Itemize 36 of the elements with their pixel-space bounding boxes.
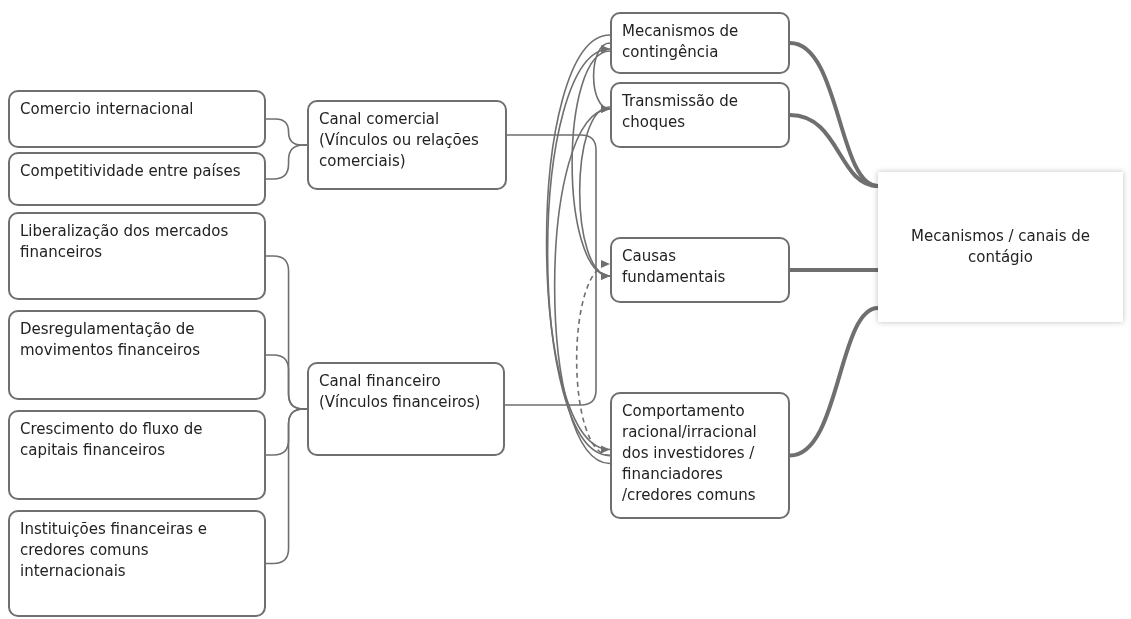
arrow xyxy=(553,108,611,465)
arrow xyxy=(578,106,611,277)
arrow xyxy=(571,50,611,277)
node-text: Transmissão de choques xyxy=(622,91,739,133)
node-text: Comercio internacional xyxy=(20,99,194,120)
node-text: Comportamento racional/irracional dos investidores / financiadores /credores comuns xyxy=(622,401,758,506)
process-box xyxy=(307,362,505,456)
process-box xyxy=(610,237,790,303)
node-text: Mecanismos / canais de contágio xyxy=(910,226,1091,268)
node-text: Causas fundamentais xyxy=(622,246,727,288)
node-text: Desregulamentação de movimentos financeiros xyxy=(20,319,201,361)
connector-line xyxy=(265,144,308,180)
connector-line xyxy=(504,134,597,406)
process-box xyxy=(610,12,790,74)
process-box xyxy=(8,152,266,206)
connector-line xyxy=(789,113,879,188)
connector-line xyxy=(265,408,308,565)
node-text: Canal financeiro (Vínculos financeiros) xyxy=(319,371,482,413)
process-box xyxy=(8,510,266,617)
node-text: Instituições financeiras e credores comuns internacionais xyxy=(20,519,209,582)
node-text: Competitividade entre países xyxy=(20,161,241,182)
arrow xyxy=(575,263,611,457)
node-text: Canal comercial (Vínculos ou relações comerciais) xyxy=(319,109,480,172)
process-box xyxy=(610,392,790,519)
process-box xyxy=(8,90,266,148)
result-box xyxy=(878,172,1123,322)
process-box xyxy=(610,82,790,148)
connector-line xyxy=(789,306,879,458)
process-box xyxy=(8,410,266,500)
node-text: Liberalização dos mercados financeiros xyxy=(20,221,230,263)
node-text: Crescimento do fluxo de capitais financeiros xyxy=(20,419,204,461)
connector-line xyxy=(790,268,878,272)
node-text: Mecanismos de contingência xyxy=(622,21,740,63)
process-box xyxy=(307,100,507,190)
process-box xyxy=(8,310,266,400)
process-box xyxy=(8,212,266,300)
